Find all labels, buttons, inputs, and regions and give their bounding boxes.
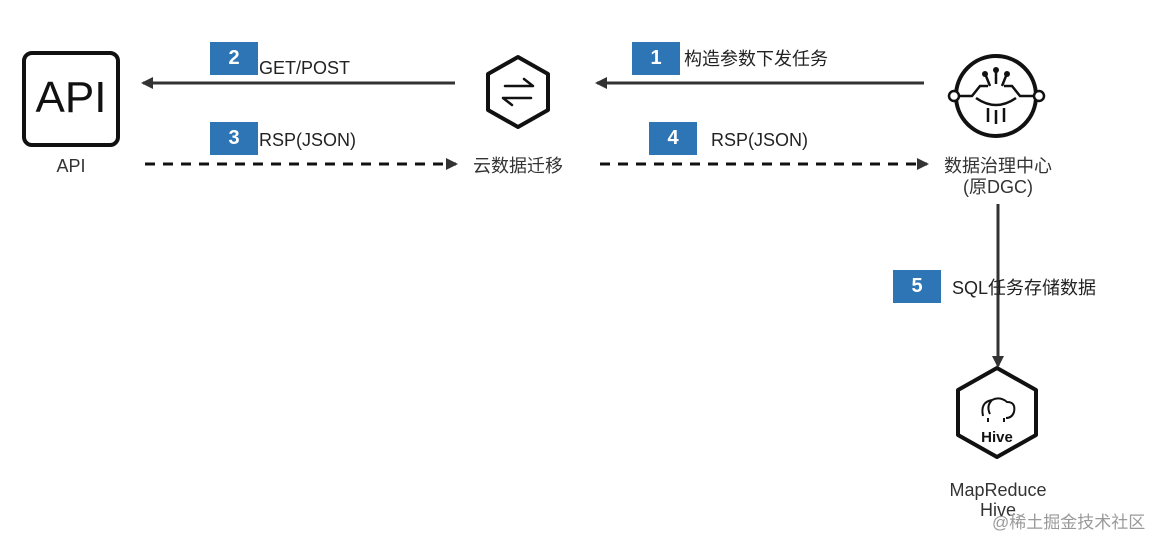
elephant-icon — [981, 397, 1016, 422]
hive-caption-line2: Hive — [979, 500, 1016, 520]
step-2-label: GET/POST — [259, 58, 351, 78]
step-5-label: SQL任务存储数据 — [952, 278, 1097, 298]
step-1-badge: 1 — [632, 42, 680, 75]
step-2-badge: 2 — [210, 42, 258, 75]
step-4-label: RSP(JSON) — [711, 130, 809, 150]
hive-node-icon — [956, 366, 1038, 459]
step-1-label: 构造参数下发任务 — [684, 49, 828, 69]
api-caption: API — [56, 156, 86, 176]
circuit-brain-icon — [947, 54, 1046, 138]
api-box-text: API — [35, 73, 107, 122]
hive-caption-line1: MapReduce — [949, 480, 1047, 500]
step-3-label: RSP(JSON) — [259, 130, 357, 150]
step-4-badge: 4 — [649, 122, 697, 155]
swap-arrows-icon — [486, 55, 550, 129]
hive-box-text: Hive — [981, 429, 1013, 446]
dgc-caption-line2: (原DGC) — [963, 177, 1033, 197]
api-box — [22, 51, 120, 147]
watermark: @稀土掘金技术社区 — [992, 513, 1146, 532]
step-5-badge: 5 — [893, 270, 941, 303]
dgc-caption-line1: 数据治理中心 — [944, 156, 1052, 176]
step-3-badge: 3 — [210, 122, 258, 155]
cdm-caption: 云数据迁移 — [473, 156, 563, 176]
